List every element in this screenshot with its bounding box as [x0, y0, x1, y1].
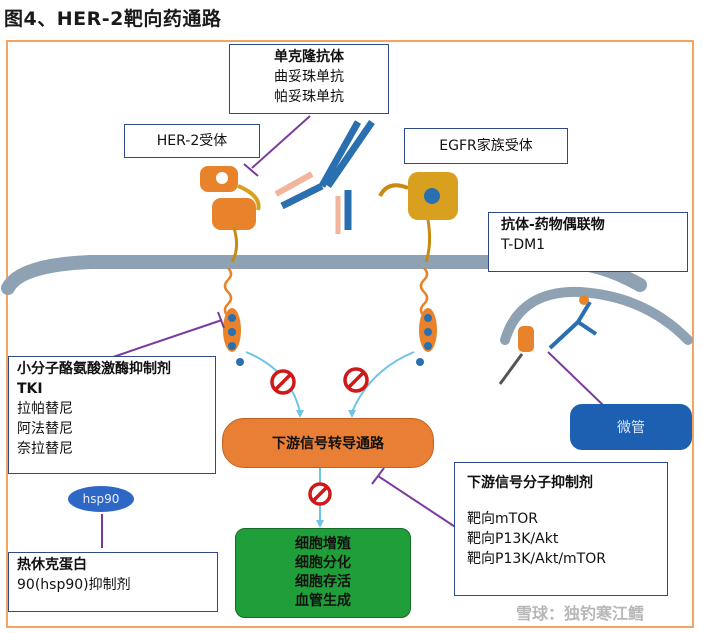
- downstream-pathway-node: 下游信号转导通路: [222, 418, 434, 468]
- adc-drug: T-DM1: [501, 237, 546, 253]
- heatshock-box: 热休克蛋白 90(hsp90)抑制剂: [8, 552, 218, 612]
- mab-drug-1: 曲妥珠单抗: [274, 69, 344, 85]
- hsp90-node: hsp90: [68, 486, 134, 512]
- tki-label-box: 小分子酪氨酸激酶抑制剂 TKI 拉帕替尼 阿法替尼 奈拉替尼: [8, 356, 216, 474]
- mab-drug-2: 帕妥珠单抗: [274, 89, 344, 105]
- cell-outcomes-node: 细胞增殖 细胞分化 细胞存活 血管生成: [235, 528, 411, 618]
- heatshock-inhibitor: 90(hsp90)抑制剂: [17, 577, 131, 593]
- adc-complex-icon: [498, 295, 598, 385]
- downstream-target-1: 靶向mTOR: [467, 511, 538, 527]
- her2-label-box: HER-2受体: [124, 124, 260, 158]
- downstream-inhibitor-box: 下游信号分子抑制剂 靶向mTOR 靶向P13K/Akt 靶向P13K/Akt/m…: [454, 462, 668, 596]
- watermark: 雪球：独钓寒江鳕: [516, 604, 645, 623]
- heatshock-heading: 热休克蛋白: [17, 557, 87, 573]
- inhibition-sign-down: [308, 482, 332, 506]
- inhibition-sign-right: [343, 367, 369, 393]
- egfr-label: EGFR家族受体: [439, 138, 533, 154]
- downstream-target-3: 靶向P13K/Akt/mTOR: [467, 551, 606, 567]
- inhibition-sign-left: [270, 369, 296, 395]
- outcome-differentiation: 细胞分化: [295, 555, 351, 571]
- outcome-survival: 细胞存活: [295, 574, 351, 590]
- tki-drug-2: 阿法替尼: [17, 421, 73, 437]
- mab-label-box: 单克隆抗体 曲妥珠单抗 帕妥珠单抗: [229, 44, 389, 114]
- cell-membrane: [1, 255, 647, 295]
- tki-abbrev: TKI: [17, 381, 43, 397]
- tki-drug-3: 奈拉替尼: [17, 441, 73, 457]
- outcome-proliferation: 细胞增殖: [295, 536, 351, 552]
- endosome-membrane: [500, 286, 693, 345]
- adc-label-box: 抗体-药物偶联物 T-DM1: [488, 212, 688, 272]
- downstream-inhibitor-heading: 下游信号分子抑制剂: [467, 475, 593, 491]
- mab-label-heading: 单克隆抗体: [274, 49, 344, 65]
- tki-inhibitor-line: [109, 319, 223, 359]
- figure-title: 图4、HER-2靶向药通路: [4, 8, 222, 30]
- adc-label-heading: 抗体-药物偶联物: [501, 217, 605, 233]
- her2-label: HER-2受体: [156, 133, 228, 149]
- outcome-angiogenesis: 血管生成: [295, 593, 351, 609]
- tki-drug-1: 拉帕替尼: [17, 401, 73, 417]
- monoclonal-antibody-icon: [274, 120, 375, 234]
- her2-receptor-icon: [200, 166, 261, 366]
- tki-label-heading: 小分子酪氨酸激酶抑制剂: [17, 361, 171, 377]
- mab-inhibitor-line: [251, 115, 311, 169]
- diagram-frame: [6, 40, 694, 628]
- microtubule-link-line: [547, 351, 605, 407]
- egfr-receptor-icon: [378, 172, 458, 366]
- signal-arrow-right: [351, 351, 415, 413]
- downstream-target-2: 靶向P13K/Akt: [467, 531, 559, 547]
- microtubule-node: 微管: [570, 404, 692, 450]
- egfr-label-box: EGFR家族受体: [404, 128, 568, 164]
